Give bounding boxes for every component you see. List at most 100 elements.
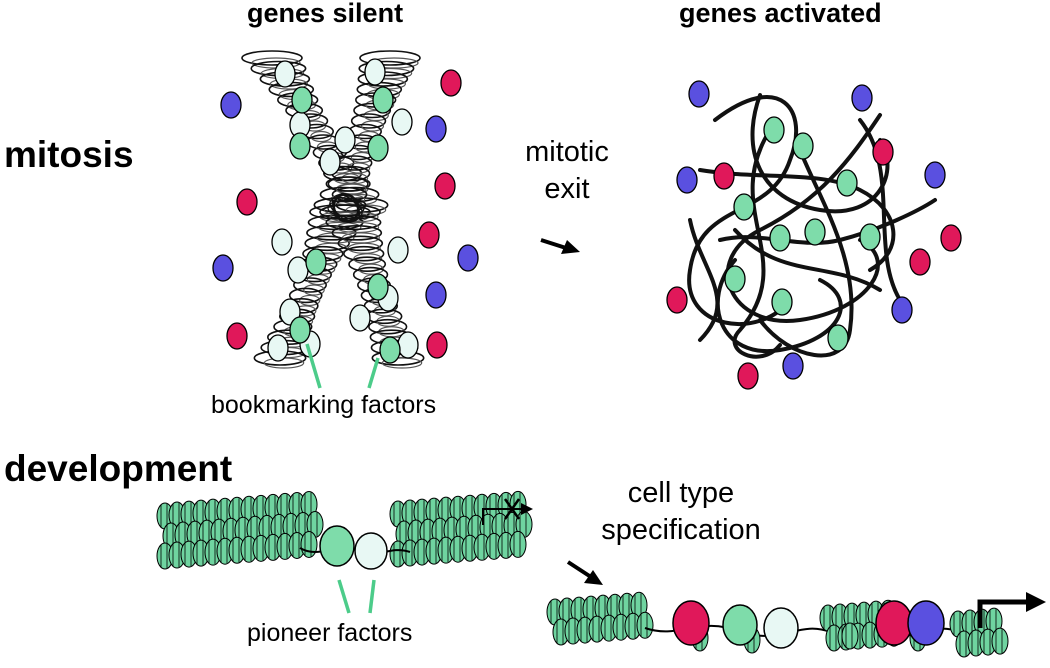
free-factor-red bbox=[440, 69, 462, 97]
free-factor-blue bbox=[220, 91, 242, 119]
bookmark-factor-light bbox=[387, 236, 409, 264]
chromatin-loop bbox=[346, 162, 371, 174]
cell-type-line2: specification bbox=[601, 514, 761, 546]
chromatin-loop bbox=[361, 120, 385, 132]
free-factor-red bbox=[426, 331, 448, 359]
factor-pointer-line bbox=[305, 343, 322, 389]
free-factor-blue bbox=[676, 166, 698, 194]
chromatin-loop bbox=[343, 245, 385, 262]
bookmark-factor-light bbox=[287, 256, 309, 284]
chromatin-fiber bbox=[758, 148, 854, 358]
mitotic-chromosome bbox=[241, 50, 425, 369]
free-factors-interphase bbox=[666, 80, 962, 390]
factor-pointer-line bbox=[337, 579, 351, 614]
centromere-loop bbox=[331, 194, 361, 222]
factor-pointers bbox=[305, 343, 380, 614]
factor-pointer-line bbox=[367, 357, 380, 389]
pioneer-factor-green bbox=[319, 525, 355, 567]
chromatin-loop bbox=[358, 60, 415, 77]
bound-factor-red bbox=[672, 600, 710, 646]
chromatin-loop bbox=[363, 109, 389, 122]
cell-type-line1: cell type bbox=[627, 477, 735, 509]
bookmark-factor-green bbox=[367, 134, 389, 162]
chromatin-loop bbox=[341, 172, 369, 185]
nucleosome bbox=[300, 530, 318, 558]
mitotic-exit-label: mitotic exit bbox=[512, 134, 622, 208]
free-factor-red bbox=[236, 188, 258, 216]
mitotic-exit-line2: exit bbox=[544, 173, 590, 205]
bookmark-factor-light bbox=[397, 331, 419, 359]
free-factor-red bbox=[226, 322, 248, 350]
free-factor-blue bbox=[212, 254, 234, 282]
bookmark-factor-green bbox=[372, 86, 394, 114]
bookmark-factor-green bbox=[305, 248, 327, 276]
bound-factor-green bbox=[722, 604, 758, 646]
pioneer-factors-label: pioneer factors bbox=[247, 619, 413, 647]
genes-activated-title: genes activated bbox=[679, 0, 882, 28]
nucleosome bbox=[991, 627, 1009, 655]
free-factors-mitosis bbox=[212, 69, 479, 359]
specification-arrow-shaft bbox=[566, 560, 593, 579]
mitotic-exit-line1: mitotic bbox=[525, 136, 609, 168]
free-factor-blue bbox=[457, 244, 479, 272]
bookmark-factor-green bbox=[289, 316, 311, 344]
open-chromatin bbox=[546, 591, 1009, 658]
free-factor-blue bbox=[688, 80, 710, 108]
chromatin-loop bbox=[288, 287, 323, 304]
bound-factor-green bbox=[733, 193, 755, 221]
chromatin-loop bbox=[325, 176, 369, 192]
chromatin-loop bbox=[350, 113, 387, 129]
free-factor-blue bbox=[425, 281, 447, 309]
nucleosome bbox=[509, 530, 527, 558]
decondensed-chromatin bbox=[687, 93, 937, 359]
bookmark-factor-green bbox=[291, 86, 313, 114]
bookmarking-factors-label: bookmarking factors bbox=[211, 391, 437, 419]
bound-factor-green bbox=[763, 116, 785, 144]
bound-factor-red bbox=[875, 600, 913, 646]
centromere-loop bbox=[327, 199, 365, 217]
blocked-tss-arrowhead-icon bbox=[521, 503, 533, 515]
chromatin-loop bbox=[319, 186, 368, 203]
chromatin-loop bbox=[337, 235, 384, 252]
cell-type-specification-label: cell type specification bbox=[586, 475, 776, 549]
chromatin-loop bbox=[368, 318, 408, 335]
chromatin-fiber bbox=[750, 93, 890, 214]
bookmark-factor-light bbox=[319, 148, 341, 176]
bound-factor-red bbox=[713, 162, 735, 190]
free-factor-red bbox=[909, 248, 931, 276]
bookmark-factor-light bbox=[274, 60, 296, 88]
chromatin-loop bbox=[303, 284, 325, 296]
chromatin-loop bbox=[241, 50, 303, 66]
chromatin-loop bbox=[293, 277, 327, 293]
chromatin-fiber bbox=[688, 218, 720, 342]
free-factor-blue bbox=[924, 161, 946, 189]
centromere-loop bbox=[329, 196, 363, 220]
bookmark-factor-light bbox=[349, 304, 371, 332]
free-factor-blue bbox=[851, 84, 873, 112]
bound-factor-green bbox=[859, 223, 881, 251]
mitotic-exit-arrowhead bbox=[561, 240, 580, 254]
chromatin-fiber bbox=[858, 118, 902, 302]
chromatin-fiber bbox=[718, 198, 937, 245]
transcription-marks bbox=[482, 498, 1046, 628]
chromatin-loop bbox=[331, 225, 383, 241]
bookmarking-factors bbox=[267, 58, 419, 364]
nucleosome bbox=[636, 611, 654, 639]
free-factor-blue bbox=[891, 296, 913, 324]
chromatin-loop bbox=[359, 50, 421, 66]
centromere-loop bbox=[333, 193, 359, 223]
chromatin-loop bbox=[353, 102, 392, 119]
active-tss-arrowhead-icon bbox=[1026, 592, 1046, 612]
chromatin-loop bbox=[304, 235, 350, 252]
bound-factor-green bbox=[724, 265, 746, 293]
chromatin-loop bbox=[319, 204, 381, 220]
free-factor-red bbox=[872, 138, 894, 166]
chromatin-fiber bbox=[732, 128, 782, 359]
blocked-tss-arrow-icon bbox=[482, 508, 522, 525]
pioneer-factor-light bbox=[354, 532, 388, 570]
chromatin-fiber bbox=[733, 228, 882, 292]
mitosis-label: mitosis bbox=[4, 134, 134, 175]
bookmark-factor-light bbox=[391, 108, 413, 136]
free-factor-red bbox=[434, 172, 456, 200]
